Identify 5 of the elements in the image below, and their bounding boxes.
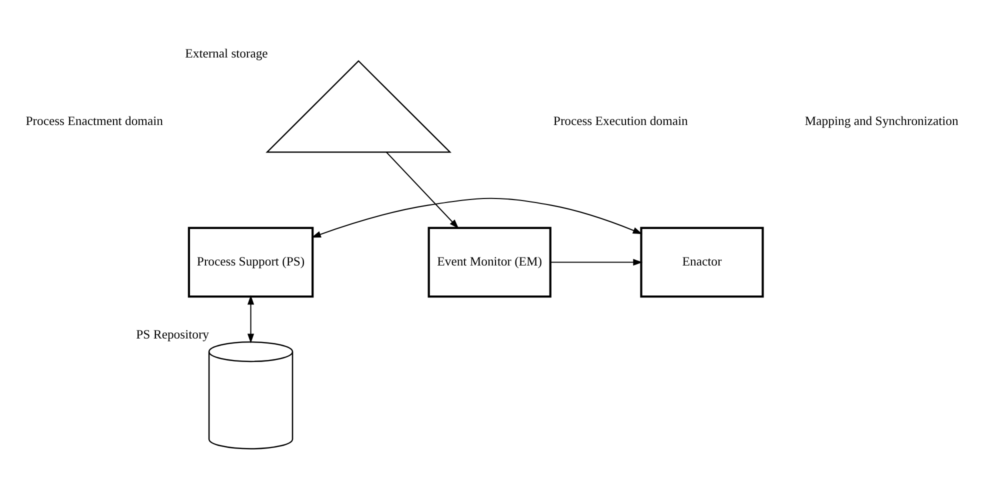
label: Process Enactment domain (26, 114, 164, 128)
label: Process Execution domain (553, 114, 688, 128)
node-label: PS Repository (136, 326, 210, 341)
label: Mapping and Synchronization (804, 114, 958, 128)
node-label: External storage (185, 46, 268, 60)
